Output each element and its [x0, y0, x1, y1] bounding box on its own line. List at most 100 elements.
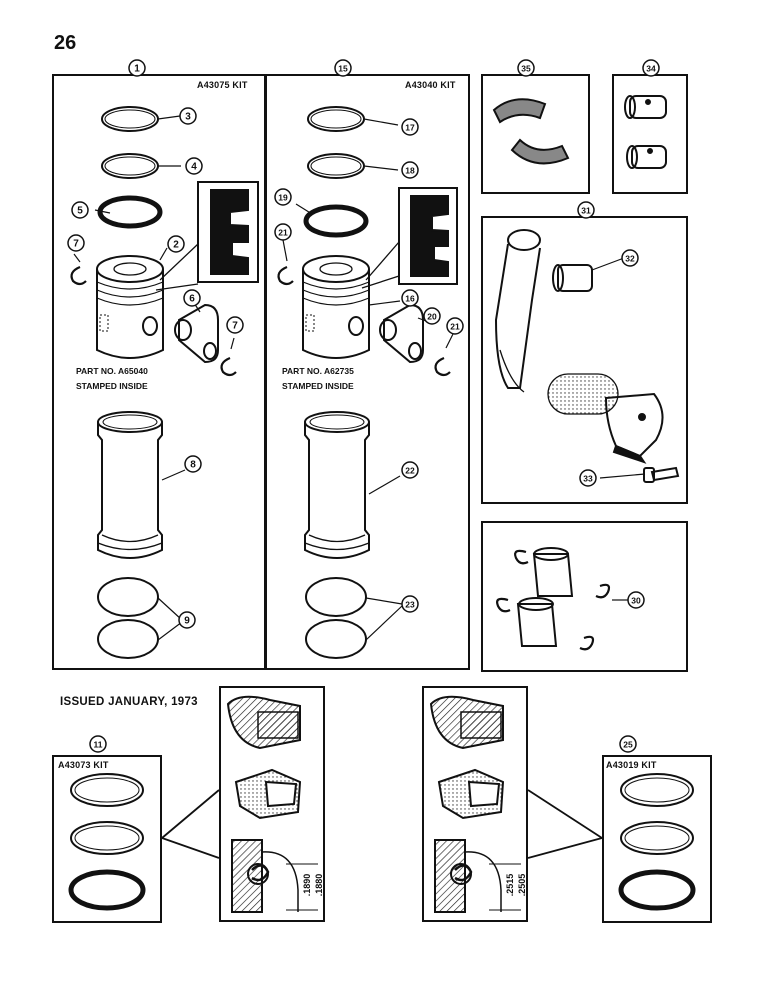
o-ring-9-upper [97, 577, 159, 617]
callout-label: 31 [581, 206, 591, 216]
panel-divider [264, 74, 267, 670]
piston-pin-20 [379, 303, 424, 364]
snap-ring-21-lower [434, 356, 451, 377]
callout-circle [401, 595, 419, 613]
callout-label: 18 [405, 166, 415, 176]
callout-label: 7 [232, 321, 238, 332]
callout-circle [67, 234, 85, 252]
callout-label: 23 [405, 600, 415, 610]
cylinder-sleeve-22 [304, 411, 370, 559]
dimension-b-upper: .2515 [505, 874, 515, 897]
callout-label: 21 [450, 322, 460, 332]
callout-label: 11 [94, 740, 103, 750]
callout-circle [184, 455, 202, 473]
callout-23: 23 [401, 595, 419, 613]
snap-ring-7-upper [70, 265, 87, 286]
callout-label: 3 [185, 112, 191, 123]
callout-circle [401, 118, 419, 136]
snap-ring-7-lower [220, 356, 237, 377]
callout-1: 1 [128, 59, 146, 77]
callout-circle [401, 289, 419, 307]
ring-section-a [226, 695, 318, 913]
compression-ring-17 [307, 106, 365, 132]
stamped-inside-middle: STAMPED INSIDE [282, 381, 354, 391]
compression-ring-18 [307, 153, 365, 179]
callout-circle [185, 157, 203, 175]
callout-31: 31 [577, 201, 595, 219]
ring-section-panel-a [219, 686, 325, 922]
callout-label: 16 [405, 294, 415, 304]
callout-label: 8 [190, 460, 196, 471]
callout-label: 15 [338, 64, 348, 74]
callout-35: 35 [517, 59, 535, 77]
callout-21: 21 [274, 223, 292, 241]
callout-label: 35 [521, 64, 531, 74]
ring-set-11 [68, 773, 146, 911]
piston-pins-30 [496, 547, 611, 651]
kit-label-rings-b: A43019 KIT [606, 760, 657, 770]
callout-circle [401, 461, 419, 479]
callout-18: 18 [401, 161, 419, 179]
callout-circle [178, 611, 196, 629]
callout-label: 5 [77, 206, 83, 217]
callout-33: 33 [579, 469, 597, 487]
kit-label-middle: A43040 KIT [405, 80, 456, 90]
leader-lines [73, 115, 646, 641]
callout-circle [401, 161, 419, 179]
callout-label: 32 [625, 254, 635, 264]
cylinder-sleeve-8 [97, 411, 163, 559]
callout-label: 6 [189, 294, 195, 305]
callout-label: 34 [646, 64, 656, 74]
snap-ring-21-upper [277, 265, 294, 286]
callout-circle [621, 249, 639, 267]
callout-label: 25 [623, 740, 633, 750]
callout-label: 22 [405, 466, 415, 476]
page-number: 26 [54, 32, 77, 54]
callout-20: 20 [423, 307, 441, 325]
callout-circle [579, 469, 597, 487]
callout-32: 32 [621, 249, 639, 267]
callout-circle [89, 735, 107, 753]
compression-ring-3 [101, 106, 159, 132]
callout-7: 7 [226, 316, 244, 334]
callout-circle [274, 188, 292, 206]
dimension-b-lower: .2505 [517, 874, 527, 897]
connecting-rod-31 [494, 229, 664, 464]
callout-2: 2 [167, 235, 185, 253]
callout-17: 17 [401, 118, 419, 136]
callout-label: 7 [73, 239, 79, 250]
callout-label: 30 [631, 596, 641, 606]
dimension-a-upper: .1890 [302, 874, 312, 897]
oil-ring-5 [97, 195, 163, 229]
part-note-middle: PART NO. A62735 STAMPED INSIDE [282, 364, 354, 394]
pointer-ring-section-a [161, 789, 220, 859]
part-number-left: PART NO. A65040 [76, 366, 148, 376]
callout-22: 22 [401, 461, 419, 479]
bearing-shells-35 [492, 98, 570, 165]
o-ring-23-upper [305, 577, 367, 617]
callout-19: 19 [274, 188, 292, 206]
groove-detail-left [155, 181, 259, 291]
callout-label: 2 [173, 240, 179, 251]
callout-circle [627, 591, 645, 609]
issued-date: ISSUED JANUARY, 1973 [60, 696, 198, 708]
callout-label: 21 [278, 228, 288, 238]
callout-25: 25 [619, 735, 637, 753]
bearing-panel [481, 74, 590, 194]
bolt-33 [643, 466, 680, 483]
piston-kit-panel [52, 74, 470, 670]
callout-label: 20 [427, 312, 437, 322]
callout-label: 19 [278, 193, 288, 203]
o-ring-9-lower [97, 619, 159, 659]
callout-circle [226, 316, 244, 334]
callout-label: 4 [191, 162, 197, 173]
callout-circle [128, 59, 146, 77]
kit-label-rings-a: A43073 KIT [58, 760, 109, 770]
ring-kit-panel-a [52, 755, 162, 923]
callout-5: 5 [71, 201, 89, 219]
callout-21: 21 [446, 317, 464, 335]
kit-label-left: A43075 KIT [197, 80, 248, 90]
ring-section-b [429, 695, 521, 913]
